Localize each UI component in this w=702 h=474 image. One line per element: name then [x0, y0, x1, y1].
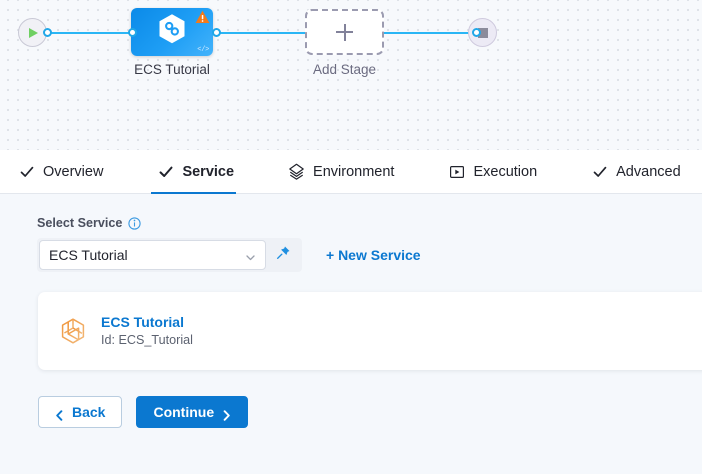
check-icon [591, 163, 608, 180]
layers-diamond-icon [288, 163, 305, 180]
pipeline-stage-node-ecs-tutorial[interactable]: </> [131, 8, 213, 56]
service-panel: Select Service ECS Tutorial [0, 194, 702, 474]
select-service-label: Select Service [37, 216, 123, 230]
add-stage-label: Add Stage [312, 62, 377, 77]
stop-square-icon [477, 27, 488, 38]
end-node-port[interactable] [472, 28, 481, 37]
tab-service[interactable]: Service [151, 150, 252, 195]
back-button[interactable]: Back [38, 396, 123, 428]
pipeline-edge-start-to-stage [46, 32, 132, 34]
code-brackets-icon[interactable]: </> [197, 46, 209, 54]
tab-overview-label: Overview [43, 163, 104, 180]
start-node-port[interactable] [43, 28, 52, 37]
tab-advanced[interactable]: Advanced [591, 150, 699, 194]
stage-node-input-port[interactable] [128, 28, 137, 37]
select-service-label-group: Select Service [37, 216, 702, 230]
stage-node-output-port[interactable] [212, 28, 221, 37]
warning-triangle-icon [195, 10, 210, 24]
tab-execution-label: Execution [473, 163, 538, 180]
stage-tabs: Overview Service Environment Exec [0, 150, 702, 195]
service-card-title[interactable]: ECS Tutorial [101, 314, 184, 331]
service-select[interactable]: ECS Tutorial [39, 240, 266, 270]
play-icon [29, 27, 38, 38]
cube-icon [58, 316, 88, 346]
play-box-icon [448, 163, 465, 180]
harness-hexagon-icon [157, 13, 187, 50]
check-icon [157, 163, 174, 180]
service-selector-row: ECS Tutorial + New Service [37, 238, 702, 272]
pin-service-button[interactable] [266, 240, 300, 270]
tab-advanced-label: Advanced [616, 163, 681, 180]
info-icon[interactable] [128, 216, 142, 230]
tab-environment-label: Environment [313, 163, 395, 180]
chevron-left-icon [55, 408, 64, 421]
service-card[interactable]: ECS Tutorial Id: ECS_Tutorial [38, 292, 702, 370]
tab-execution[interactable]: Execution [448, 150, 555, 194]
plus-icon [336, 23, 353, 41]
continue-button-label: Continue [153, 404, 215, 420]
footer-buttons: Back Continue [38, 396, 249, 428]
pin-icon [276, 245, 291, 265]
tab-overview[interactable]: Overview [18, 150, 121, 194]
back-button-label: Back [72, 404, 106, 420]
check-icon [18, 163, 35, 180]
service-card-id: Id: ECS_Tutorial [101, 332, 193, 347]
tab-environment[interactable]: Environment [288, 150, 412, 194]
service-card-text: ECS Tutorial Id: ECS_Tutorial [101, 313, 193, 349]
service-select-value: ECS Tutorial [49, 247, 128, 263]
continue-button[interactable]: Continue [136, 396, 249, 428]
pipeline-start-node[interactable] [18, 18, 47, 47]
add-stage-button[interactable] [305, 9, 384, 55]
service-select-group: ECS Tutorial [37, 238, 302, 272]
chevron-right-icon [222, 408, 231, 421]
pipeline-canvas[interactable]: </> ECS Tutorial Add Stage [0, 0, 702, 150]
chevron-down-icon [245, 250, 256, 261]
pipeline-edge-stage-to-add [216, 32, 306, 34]
new-service-button[interactable]: + New Service [326, 247, 421, 263]
tab-service-label: Service [182, 163, 235, 180]
pipeline-edge-add-to-end [384, 32, 476, 34]
stage-node-label: ECS Tutorial [134, 62, 210, 77]
